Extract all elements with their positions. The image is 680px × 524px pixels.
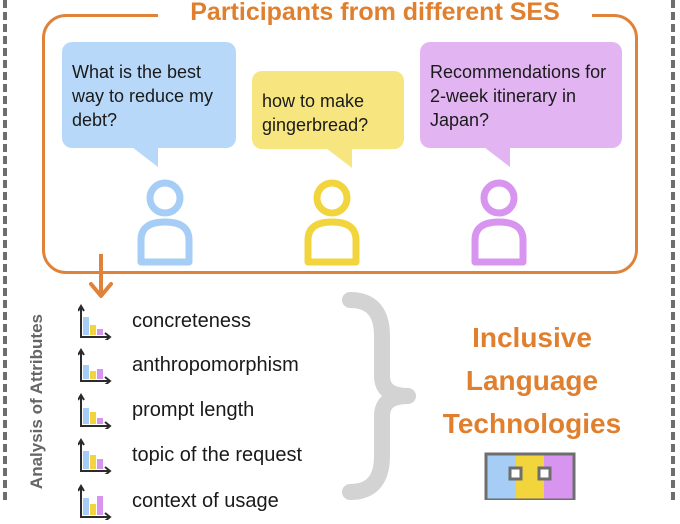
attribute-row: anthropomorphism xyxy=(78,348,378,388)
attribute-row: context of usage xyxy=(78,484,378,524)
result-title: Inclusive Language Technologies xyxy=(424,316,640,445)
question-text-japan: Recommendations for 2-week itinerary in … xyxy=(430,62,607,130)
robot-icon xyxy=(484,452,576,500)
attribute-label: concreteness xyxy=(132,310,251,332)
analysis-vertical-label: Analysis of Attributes xyxy=(27,314,46,489)
speech-bubble-debt: What is the best way to reduce my debt? xyxy=(62,42,236,148)
bubble-tail-debt xyxy=(132,147,158,167)
bar-chart-icon xyxy=(78,393,112,429)
bar-chart-icon xyxy=(78,348,112,384)
group-title: Participants from different SES xyxy=(158,0,592,28)
person-icon xyxy=(471,179,527,266)
attribute-row: concreteness xyxy=(78,304,378,344)
bar-chart-icon xyxy=(78,484,112,520)
bar-chart-icon xyxy=(78,304,112,340)
result-title-line: Inclusive xyxy=(472,322,592,353)
bubble-tail-gingerbread xyxy=(326,148,352,168)
speech-bubble-japan: Recommendations for 2-week itinerary in … xyxy=(420,42,622,148)
right-dashed-border xyxy=(671,0,675,500)
question-text-gingerbread: how to make gingerbread? xyxy=(262,91,369,135)
result-title-line: Technologies xyxy=(442,408,622,439)
speech-bubble-gingerbread: how to make gingerbread? xyxy=(252,71,404,149)
attribute-label: context of usage xyxy=(132,490,279,512)
down-arrow-icon xyxy=(89,254,113,298)
person-icon xyxy=(304,179,360,266)
bar-chart-icon xyxy=(78,438,112,474)
attribute-label: topic of the request xyxy=(132,444,303,466)
left-dashed-border xyxy=(3,0,7,500)
attribute-label: prompt length xyxy=(132,399,255,421)
attribute-row: prompt length xyxy=(78,393,378,433)
attribute-label: anthropomorphism xyxy=(132,354,299,376)
attribute-row: topic of the request xyxy=(78,438,378,478)
bubble-tail-japan xyxy=(484,147,510,167)
curly-brace-icon xyxy=(342,292,416,500)
question-text-debt: What is the best way to reduce my debt? xyxy=(72,62,214,130)
result-title-line: Language xyxy=(465,365,599,396)
person-icon xyxy=(137,179,193,266)
analysis-label-text: Analysis of Attributes xyxy=(27,314,46,489)
